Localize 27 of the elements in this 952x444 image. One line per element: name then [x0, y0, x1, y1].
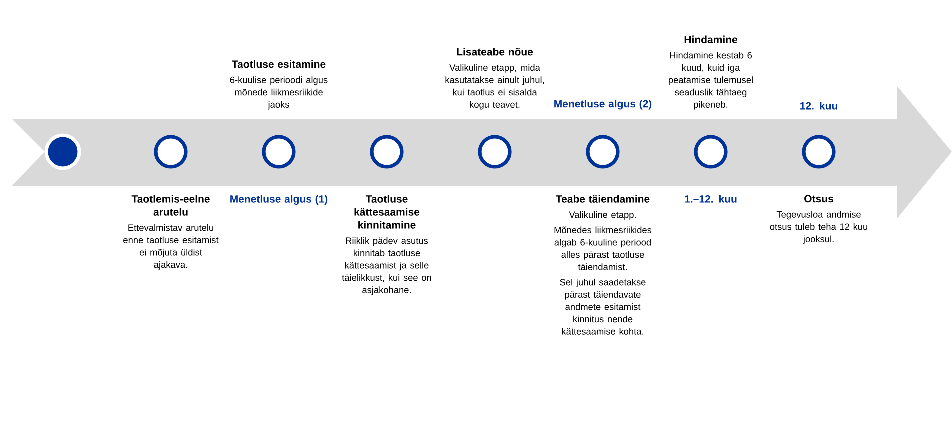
step-description: Riiklik pädev asutus kinnitab taotluse kättesaamist ja selle täielikkust, kui see on asjakohane.: [342, 237, 432, 296]
milestone-label: Menetluse algus (2): [554, 100, 652, 110]
milestone-label: 1.–12. kuu: [685, 195, 737, 203]
step-title: Taotlemis-eelne arutelu: [132, 195, 210, 216]
milestone-circle: [154, 135, 188, 169]
step-title: Hindamine: [684, 36, 738, 44]
step-description: 6-kuulise perioodi algus mõnede liikmesriikide jaoks: [230, 76, 328, 110]
milestone-circle: [694, 135, 728, 169]
milestone-label: 12. kuu: [800, 102, 838, 110]
step-title: Otsus: [804, 195, 834, 203]
milestone-label: Menetluse algus (1): [230, 195, 328, 206]
milestone-circle: [586, 135, 620, 169]
step-title: Taotluse kättesaamise kinnitamine: [354, 195, 420, 229]
step-description: Valikuline etapp.: [569, 211, 636, 220]
step-description: Sel juhul saadetakse pärast täiendavate andmete esitamist kinnitus nende kättesaamise kohta.: [560, 278, 646, 335]
milestone-circle: [802, 135, 836, 169]
milestone-circle: [262, 135, 296, 169]
step-title: Lisateabe nõue: [457, 48, 534, 56]
step-description: Valikuline etapp, mida kasutatakse ainult juhul, kui taotlus ei sisalda kogu teavet.: [446, 64, 544, 110]
step-title: Taotluse esitamine: [232, 60, 326, 68]
step-description: Tegevusloa andmise otsus tuleb teha 12 kuu jooksul.: [770, 211, 868, 244]
milestone-circle: [370, 135, 404, 169]
step-title: Teabe täiendamine: [556, 195, 650, 203]
milestone-circle: [478, 135, 512, 169]
step-description: Ettevalmistav arutelu enne taotluse esitamist ei mõjuta üldist ajakava.: [124, 224, 219, 270]
step-description: Mõnedes liikmesriikides algab 6-kuuline periood alles pärast taotluse täiendamist.: [554, 226, 652, 270]
step-description: Hindamine kestab 6 kuud, kuid iga peatamise tulemusel seaduslik tähtaeg pikeneb.: [669, 52, 753, 110]
